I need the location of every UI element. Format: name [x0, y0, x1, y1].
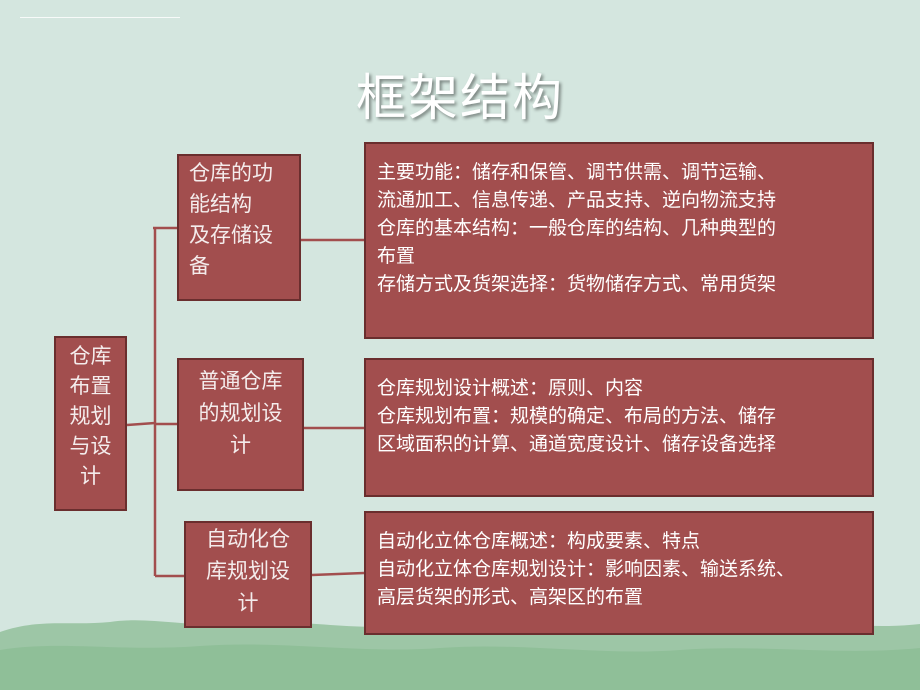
slide-title: 框架结构 [356, 69, 564, 127]
branch-node-automated-warehouse: 自动化仓 库规划设 计 [184, 521, 312, 628]
decorative-line [20, 17, 180, 18]
detail-box-function-structure: 主要功能：储存和保管、调节供需、调节运输、 流通加工、信息传递、产品支持、逆向物… [364, 142, 874, 339]
detail-text: 主要功能：储存和保管、调节供需、调节运输、 流通加工、信息传递、产品支持、逆向物… [377, 161, 777, 295]
root-node-warehouse-layout-planning: 仓库 布置 规划 与设 计 [54, 336, 127, 511]
branch-node-general-warehouse: 普通仓库 的规划设 计 [177, 358, 304, 491]
detail-box-general-warehouse: 仓库规划设计概述：原则、内容 仓库规划布置：规模的确定、布局的方法、储存 区域面… [364, 358, 874, 497]
branch-node-function-structure: 仓库的功 能结构 及存储设 备 [177, 154, 301, 301]
detail-box-automated-warehouse: 自动化立体仓库概述：构成要素、特点 自动化立体仓库规划设计：影响因素、输送系统、… [364, 511, 874, 635]
branch-node-label: 自动化仓 库规划设 计 [206, 527, 290, 615]
detail-text: 仓库规划设计概述：原则、内容 仓库规划布置：规模的确定、布局的方法、储存 区域面… [377, 377, 777, 455]
detail-text: 自动化立体仓库概述：构成要素、特点 自动化立体仓库规划设计：影响因素、输送系统、… [377, 530, 796, 608]
branch-node-label: 仓库的功 能结构 及存储设 备 [189, 161, 273, 278]
root-node-label: 仓库 布置 规划 与设 计 [69, 344, 112, 488]
branch-node-label: 普通仓库 的规划设 计 [198, 369, 283, 457]
